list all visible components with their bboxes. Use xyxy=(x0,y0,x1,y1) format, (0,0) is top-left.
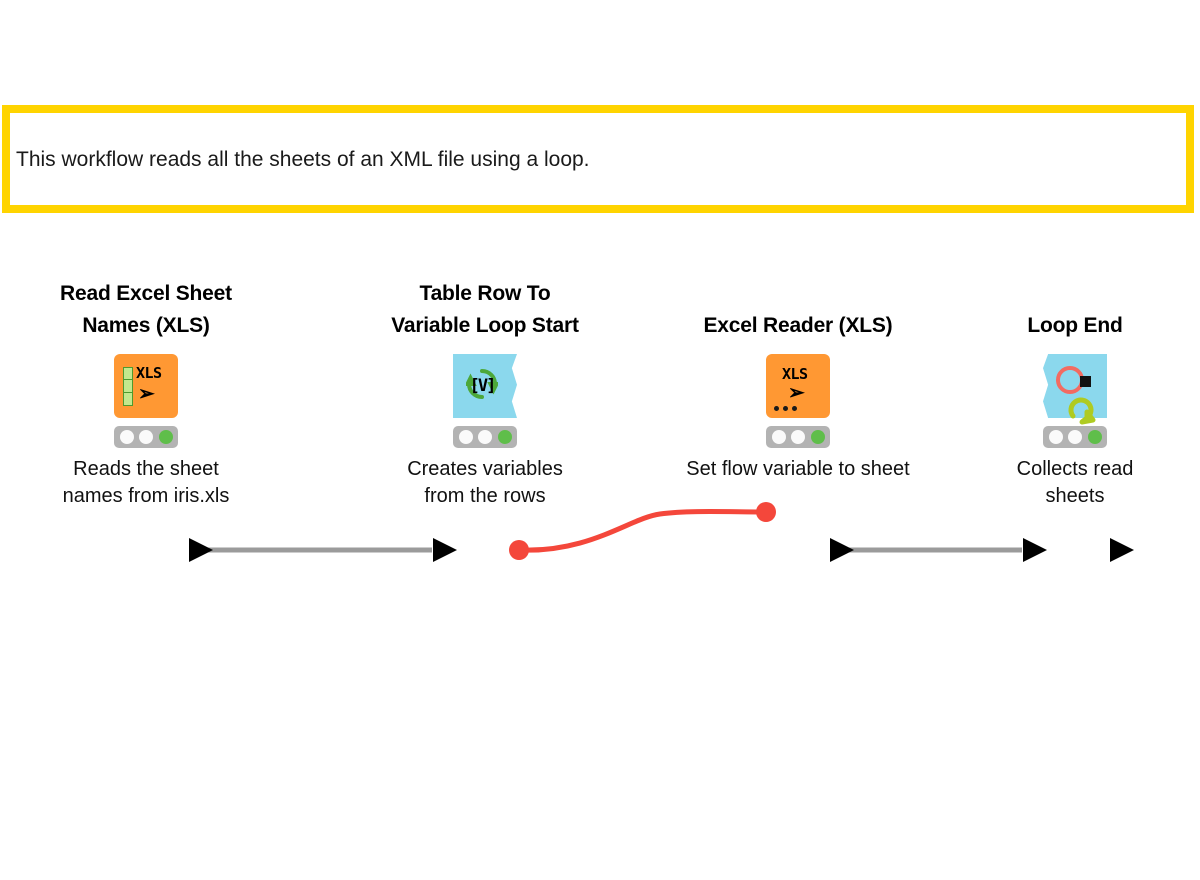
variable-bracket-label: [V] xyxy=(469,376,497,396)
xls-text-label: XLS xyxy=(136,364,162,382)
workflow-annotation-banner[interactable]: This workflow reads all the sheets of an… xyxy=(2,105,1194,213)
recycle-arrows-icon xyxy=(466,369,498,399)
node-desc-line2: sheets xyxy=(1045,485,1105,507)
workflow-annotation-text: This workflow reads all the sheets of an… xyxy=(16,148,590,171)
node-title-read-excel-sheet-names: Read Excel Sheet Names (XLS) xyxy=(16,278,276,342)
node-loop-end[interactable]: Loop End Collects read sheets xyxy=(945,250,1200,540)
node-description-read-excel-sheet-names: Reads the sheet names from iris.xls xyxy=(16,456,276,510)
node-title-line1: Read Excel Sheet xyxy=(60,282,232,305)
node-desc-line2: from the rows xyxy=(424,485,546,507)
node-title-table-row-to-variable-loop-start: Table Row To Variable Loop Start xyxy=(355,278,615,342)
status-lamp-configured xyxy=(1068,430,1082,444)
status-lamp-idle xyxy=(458,430,473,444)
variable-loop-icon: [V] xyxy=(459,368,505,404)
status-lamp-executed xyxy=(158,430,173,444)
xls-text-label: XLS xyxy=(782,365,808,383)
node-title-line1: Loop End xyxy=(1027,314,1123,337)
node-figure-loop-end[interactable] xyxy=(1015,350,1135,425)
node-box-excel-reader-xls[interactable]: XLS ➢ xyxy=(766,354,830,418)
node-desc-line1: Collects read xyxy=(1016,458,1134,480)
status-lamp-idle xyxy=(1048,430,1063,444)
node-title-line2: Names (XLS) xyxy=(82,314,210,337)
status-lamp-executed xyxy=(1087,430,1102,444)
arrow-right-icon: ➢ xyxy=(138,383,155,405)
status-lamp-configured xyxy=(791,430,805,444)
loop-back-arrow-icon xyxy=(1068,397,1096,425)
node-figure-table-row-to-variable-loop-start[interactable]: [V] xyxy=(425,350,545,422)
loop-end-stop-square-icon xyxy=(1080,376,1091,387)
node-desc-line2: names from iris.xls xyxy=(62,485,230,507)
arrow-right-icon: ➢ xyxy=(788,382,805,404)
node-description-table-row-to-variable-loop-start: Creates variables from the rows xyxy=(355,456,615,510)
node-desc-line1: Set flow variable to sheet xyxy=(686,458,910,480)
status-lamp-executed xyxy=(497,430,512,444)
node-figure-excel-reader-xls[interactable]: XLS ➢ xyxy=(738,350,858,422)
connection-excel-reader-to-loop-end[interactable] xyxy=(830,538,1134,562)
node-title-line1: Excel Reader (XLS) xyxy=(703,314,893,337)
xls-sheet-names-icon: XLS ➢ xyxy=(114,354,178,418)
node-desc-line1: Reads the sheet xyxy=(73,458,219,480)
node-status-table-row-to-variable-loop-start xyxy=(453,426,517,448)
node-figure-read-excel-sheet-names[interactable]: XLS ➢ xyxy=(86,350,206,422)
status-lamp-configured xyxy=(478,430,492,444)
ellipsis-icon xyxy=(774,406,797,411)
flow-variable-output-port xyxy=(509,540,529,560)
node-title-line2: Variable Loop Start xyxy=(391,314,579,337)
node-title-excel-reader-xls: Excel Reader (XLS) xyxy=(668,310,928,342)
node-status-read-excel-sheet-names xyxy=(114,426,178,448)
node-description-loop-end: Collects read sheets xyxy=(945,456,1200,510)
node-status-loop-end xyxy=(1043,426,1107,448)
node-box-read-excel-sheet-names[interactable]: XLS ➢ xyxy=(114,354,178,418)
node-excel-reader-xls[interactable]: Excel Reader (XLS) XLS ➢ Set flow variab… xyxy=(668,250,928,540)
node-description-excel-reader-xls: Set flow variable to sheet xyxy=(668,456,928,483)
node-title-line1: Table Row To xyxy=(419,282,551,305)
node-status-excel-reader-xls xyxy=(766,426,830,448)
status-lamp-idle xyxy=(771,430,786,444)
workflow-canvas[interactable]: Read Excel Sheet Names (XLS) XLS ➢ Reads… xyxy=(0,250,1200,562)
xls-reader-icon: XLS ➢ xyxy=(766,354,830,418)
connection-read-excel-to-loop-start[interactable] xyxy=(189,538,457,562)
status-lamp-idle xyxy=(119,430,134,444)
node-desc-line1: Creates variables xyxy=(407,458,563,480)
node-title-loop-end: Loop End xyxy=(945,310,1200,342)
node-table-row-to-variable-loop-start[interactable]: Table Row To Variable Loop Start [V] Cre… xyxy=(355,250,615,540)
node-read-excel-sheet-names[interactable]: Read Excel Sheet Names (XLS) XLS ➢ Reads… xyxy=(16,250,276,540)
status-lamp-configured xyxy=(139,430,153,444)
node-box-table-row-to-variable-loop-start[interactable]: [V] xyxy=(453,354,517,418)
spreadsheet-column-icon xyxy=(123,367,133,406)
status-lamp-executed xyxy=(810,430,825,444)
